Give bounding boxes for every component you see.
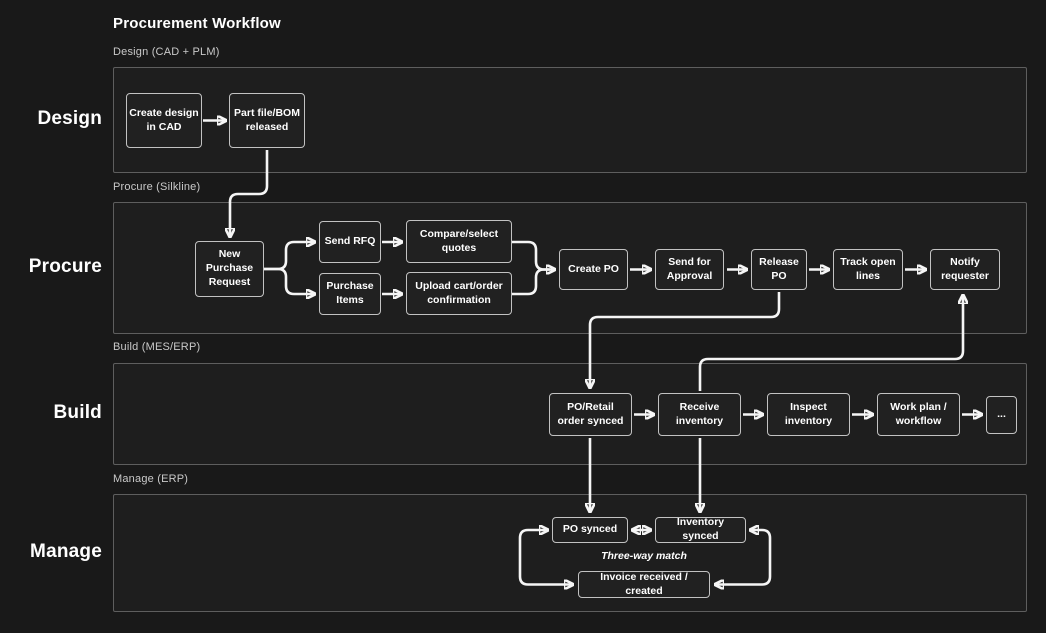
lane-header-design: Design (CAD + PLM) [113, 46, 220, 58]
node-send-rfq: Send RFQ [319, 221, 381, 263]
node-release-po: Release PO [751, 249, 807, 290]
node-upload-cart-confirmation: Upload cart/order confirmation [406, 272, 512, 315]
node-new-purchase-request: New Purchase Request [195, 241, 264, 297]
node-inspect-inventory: Inspect inventory [767, 393, 850, 436]
node-track-open-lines: Track open lines [833, 249, 903, 290]
three-way-match-label: Three-way match [601, 550, 687, 562]
node-notify-requester: Notify requester [930, 249, 1000, 290]
node-receive-inventory: Receive inventory [658, 393, 741, 436]
lane-header-build: Build (MES/ERP) [113, 341, 201, 353]
node-inventory-synced: Inventory synced [655, 516, 746, 543]
lane-header-manage: Manage (ERP) [113, 473, 189, 485]
node-create-po: Create PO [559, 249, 628, 290]
node-po-retail-order-synced: PO/Retail order synced [549, 393, 632, 436]
node-po-synced: PO synced [552, 517, 628, 543]
node-send-for-approval: Send for Approval [655, 249, 724, 290]
diagram-title: Procurement Workflow [113, 15, 281, 32]
node-create-design: Create design in CAD [126, 93, 202, 148]
lane-label-procure: Procure [28, 256, 102, 277]
node-compare-select-quotes: Compare/select quotes [406, 220, 512, 263]
node-invoice-received-created: Invoice received / created [578, 571, 710, 598]
node-ellipsis: ... [986, 396, 1017, 434]
node-work-plan-workflow: Work plan / workflow [877, 393, 960, 436]
node-part-file-bom: Part file/BOM released [229, 93, 305, 148]
lane-label-build: Build [53, 402, 102, 423]
lane-header-procure: Procure (Silkline) [113, 181, 201, 193]
lane-label-manage: Manage [30, 541, 102, 562]
node-purchase-items: Purchase Items [319, 273, 381, 315]
lane-label-design: Design [37, 108, 102, 129]
